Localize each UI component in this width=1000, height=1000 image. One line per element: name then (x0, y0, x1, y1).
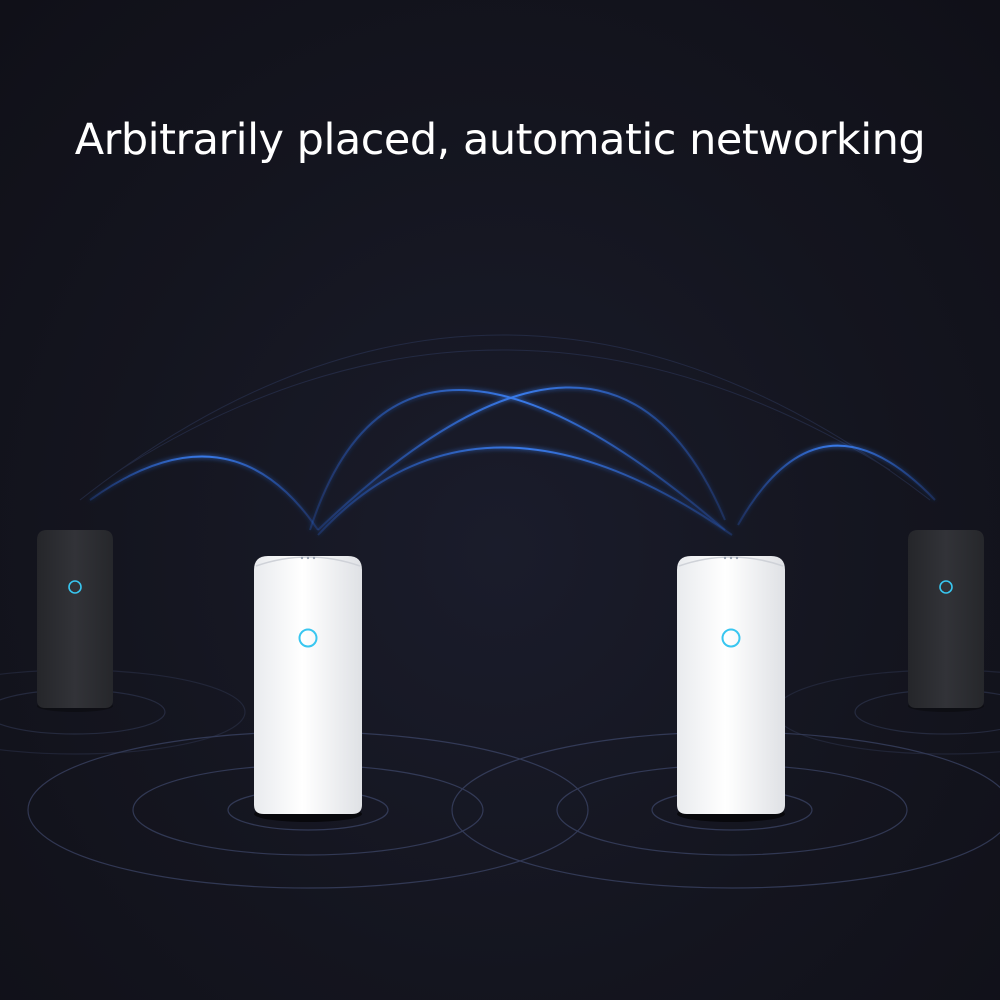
arc-farleft-to-centerleft (89, 455, 319, 531)
led-dots-icon (723, 556, 739, 560)
router-far-right (908, 530, 984, 712)
arc-centerleft-to-centerright-high (309, 389, 726, 531)
router-far-left (37, 530, 113, 712)
arc-centerright-to-centerleft-high (317, 386, 726, 531)
arc-centerright-to-farright (737, 444, 936, 526)
status-ring-icon (298, 628, 318, 648)
faint-signal-arcs (79, 334, 931, 501)
signal-arcs (89, 386, 936, 536)
ground-ripples (0, 669, 1000, 889)
status-ring-icon (68, 580, 82, 594)
headline: Arbitrarily placed, automatic networking (74, 115, 926, 165)
led-dots-icon (300, 556, 316, 560)
router-center-left (254, 556, 362, 822)
arc-centerleft-to-centerright-low (317, 446, 733, 536)
status-ring-icon (721, 628, 741, 648)
status-ring-icon (939, 580, 953, 594)
router-center-right (677, 556, 785, 822)
